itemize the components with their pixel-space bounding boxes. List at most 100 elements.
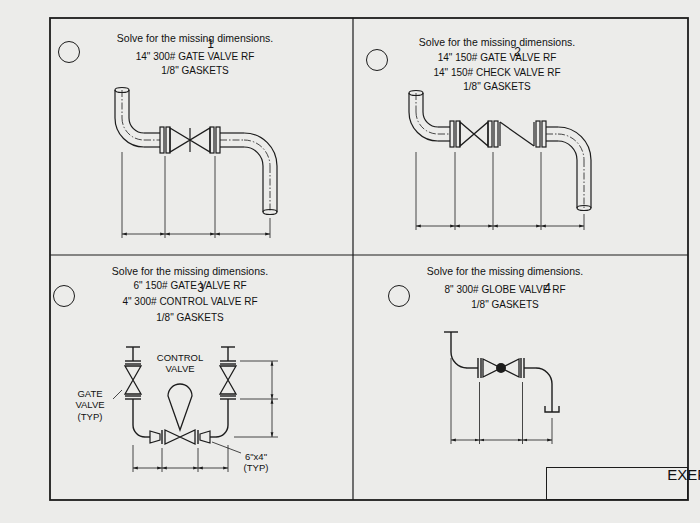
elbow-wall (115, 118, 144, 147)
pipe-cap (545, 406, 559, 412)
pipe (467, 367, 478, 368)
elbow (451, 352, 467, 368)
exercise-panel: Solve for the missing dimensions. 14" 150… (353, 18, 688, 255)
pipe-wall (220, 132, 244, 133)
pipe-end (577, 206, 591, 211)
pipe-centerline (438, 134, 450, 135)
pipe-wall (408, 93, 409, 112)
flange (125, 360, 141, 361)
pipe (132, 399, 133, 425)
pipe-centerline (584, 160, 585, 208)
gate-valve-symbol (220, 366, 236, 394)
flange (161, 430, 162, 444)
elbow (536, 368, 552, 384)
gate-valve-symbol (170, 128, 210, 152)
extension-line (215, 156, 216, 238)
pipe (524, 367, 536, 368)
dimension-line (165, 234, 215, 235)
pipe-wall (438, 126, 450, 127)
flange (220, 363, 236, 364)
extension-line (270, 218, 271, 238)
elbow-centerline (244, 140, 270, 166)
spec-text: 14" 300# GATE VALVE RF (136, 51, 255, 63)
flange (220, 360, 236, 361)
pipe-wall (276, 166, 277, 212)
dimension-line (523, 440, 553, 441)
pipe-wall (590, 160, 591, 208)
exercise-panel: Solve for the missing dimensions.6" 150#… (50, 255, 353, 500)
panel-divider (352, 18, 353, 500)
spec-text: 14" 150# GATE VALVE RF (438, 52, 557, 64)
check-valve-symbol (499, 122, 500, 146)
leader-line (113, 390, 122, 399)
reducer-symbol (150, 431, 160, 443)
spec-text: 1/8" GASKETS (463, 81, 530, 93)
pipe-wall (262, 166, 263, 212)
flange (220, 395, 236, 396)
flange (450, 121, 454, 147)
extension-line (455, 152, 456, 230)
elbow (133, 425, 145, 437)
spec-text: 1/8" GASKETS (161, 65, 228, 77)
callout-number: 4 (388, 285, 410, 307)
dimension-line (198, 468, 228, 469)
control-valve-symbol (165, 430, 195, 444)
callout-number-text: 3 (197, 282, 204, 296)
flange (494, 121, 498, 147)
pipe-wall (144, 146, 160, 147)
flange (536, 121, 540, 147)
pipe-wall (438, 140, 450, 141)
pipe-wall (546, 126, 558, 127)
pipe (132, 347, 133, 361)
pipe-wall (114, 90, 115, 118)
extension-line (522, 382, 523, 444)
pipe (551, 384, 552, 412)
pipe-wall (576, 160, 577, 208)
pipe (210, 436, 216, 437)
extension-line (584, 214, 585, 230)
elbow-wall (558, 127, 591, 160)
pipe (145, 436, 150, 437)
instruction-text: Solve for the missing dimensions. (117, 32, 273, 44)
dimension-line (493, 226, 541, 227)
instruction-text: Solve for the missing dimensions. (419, 36, 575, 48)
elbow-centerline (558, 134, 584, 160)
flange (520, 358, 521, 378)
leader-line (212, 442, 241, 453)
flange (197, 430, 198, 444)
flange (210, 127, 214, 153)
dimension-line (416, 226, 455, 227)
globe-valve-symbol (483, 359, 519, 377)
extension-line (234, 437, 278, 438)
dimension-line (541, 226, 584, 227)
exercise-panel: Solve for the missing dimensions.8" 300#… (353, 255, 688, 500)
elbow-wall (244, 133, 277, 166)
callout-number: 3 (53, 285, 75, 307)
dimension-line (133, 468, 162, 469)
valve-actuator (168, 384, 192, 430)
elbow-wall (244, 147, 263, 166)
gate-valve-symbol (125, 366, 141, 394)
exercise-title: EXERCISE 5-2 (667, 466, 700, 483)
pipe-wall (546, 140, 558, 141)
extension-line (451, 358, 452, 444)
pipe-wall (220, 146, 244, 147)
dimension-line (272, 399, 273, 437)
spec-text: 6" 150# GATE VALVE RF (133, 280, 246, 292)
pipe (450, 332, 451, 352)
check-valve-symbol (533, 122, 534, 146)
globe-valve-dot (496, 363, 506, 373)
flange (480, 358, 481, 378)
flange (160, 127, 164, 153)
instruction-text: Solve for the missing dimensions. (427, 265, 583, 277)
dimension-line (451, 440, 480, 441)
reducer-symbol (200, 431, 210, 443)
callout-number: 2 (366, 49, 388, 71)
elbow-centerline (416, 112, 438, 134)
pipe-centerline (546, 134, 558, 135)
pipe-centerline (220, 140, 244, 141)
dimension-line (272, 361, 273, 399)
